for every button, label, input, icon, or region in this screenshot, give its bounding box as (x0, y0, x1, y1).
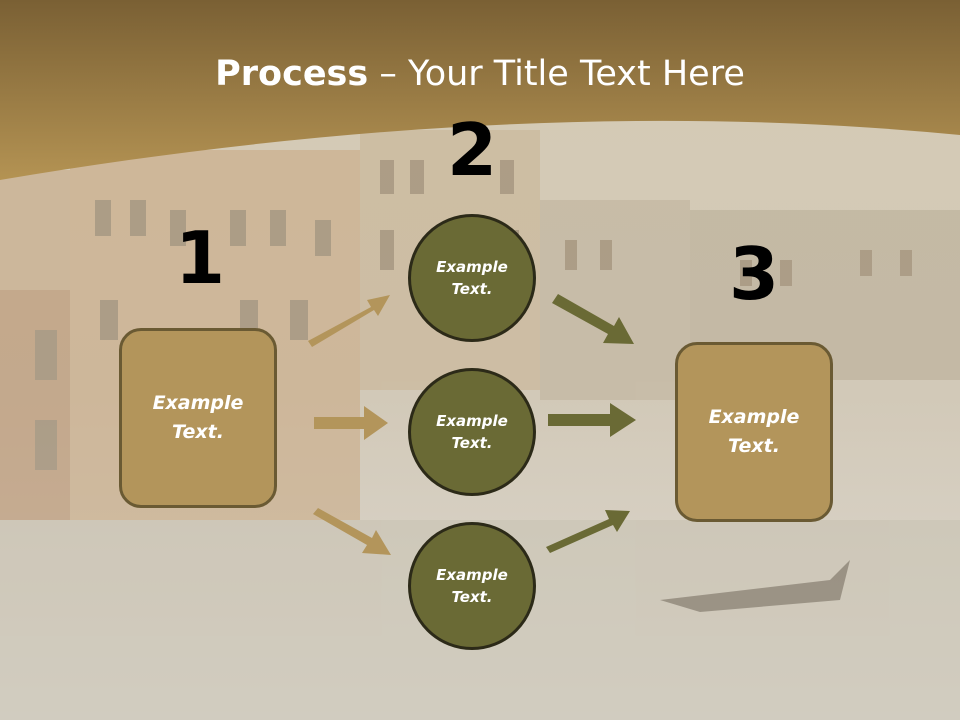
header-band (0, 0, 960, 180)
arrow-down-right-olive (552, 294, 634, 344)
arrow-up-right-olive (546, 510, 630, 553)
arrow-right-olive (548, 403, 636, 437)
arrows-right (546, 294, 636, 553)
step-2-text-top: Example Text. (436, 258, 508, 298)
step-2-text-bottom: Example Text. (436, 566, 508, 606)
arrows-left (308, 295, 391, 555)
slide-title-regular: – Your Title Text Here (368, 54, 745, 94)
step-3-box: Example Text. (675, 342, 833, 522)
step-number-1: 1 (174, 216, 226, 300)
arrow-up-right-gold (308, 295, 390, 347)
step-2-text-middle: Example Text. (436, 412, 508, 452)
arrow-right-gold (314, 406, 388, 440)
step-1-text: Example Text. (152, 392, 244, 443)
step-1-box: Example Text. (119, 328, 277, 508)
step-number-2: 2 (446, 108, 498, 192)
arrow-down-right-gold (313, 508, 391, 555)
step-2-circle-middle: Example Text. (408, 368, 536, 496)
step-number-3: 3 (728, 232, 780, 316)
step-2-circle-top: Example Text. (408, 214, 536, 342)
step-3-text: Example Text. (708, 406, 800, 457)
slide-title-bold: Process (215, 54, 369, 94)
step-2-circle-bottom: Example Text. (408, 522, 536, 650)
slide-title: Process – Your Title Text Here (0, 52, 960, 96)
